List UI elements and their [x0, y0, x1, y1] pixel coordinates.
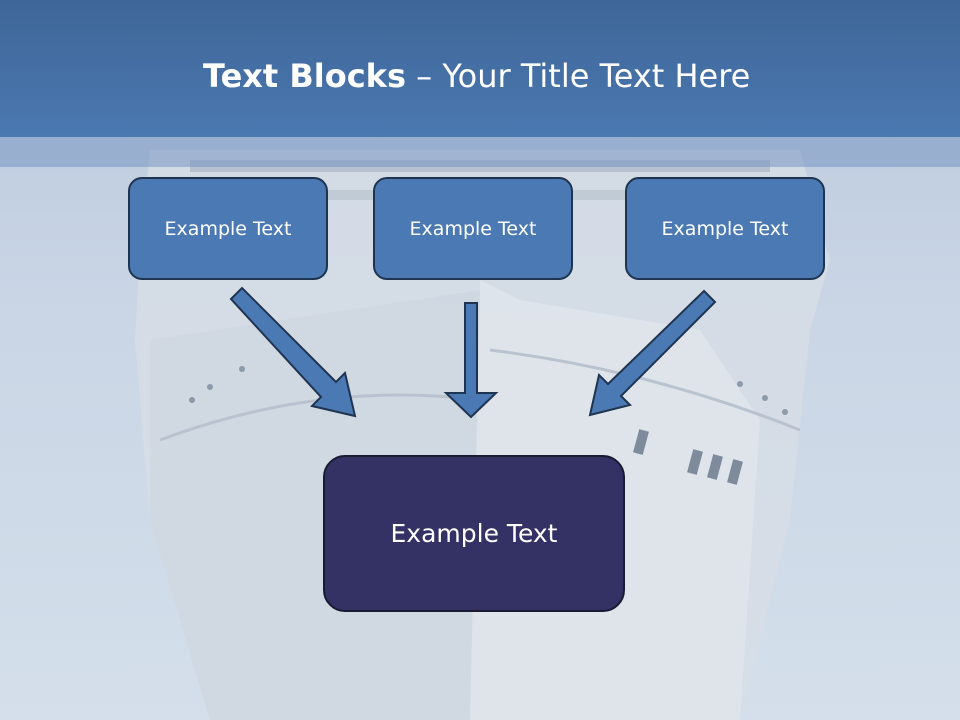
- slide-title-rest: Your Title Text Here: [442, 57, 751, 95]
- text-block-1[interactable]: Example Text: [128, 177, 328, 280]
- title-header-bar: [0, 0, 960, 137]
- arrow-left-diagonal: [229, 286, 357, 418]
- text-block-3[interactable]: Example Text: [625, 177, 825, 280]
- slide-title-bold: Text Blocks: [203, 57, 406, 95]
- text-block-2[interactable]: Example Text: [373, 177, 573, 280]
- main-text-block[interactable]: Example Text: [323, 455, 625, 612]
- slide-title-separator: –: [406, 57, 443, 95]
- arrow-center-down: [443, 302, 499, 419]
- header-translucent-band: [0, 137, 960, 167]
- slide-title: Text Blocks – Your Title Text Here: [203, 52, 750, 100]
- arrow-right-diagonal: [588, 289, 717, 417]
